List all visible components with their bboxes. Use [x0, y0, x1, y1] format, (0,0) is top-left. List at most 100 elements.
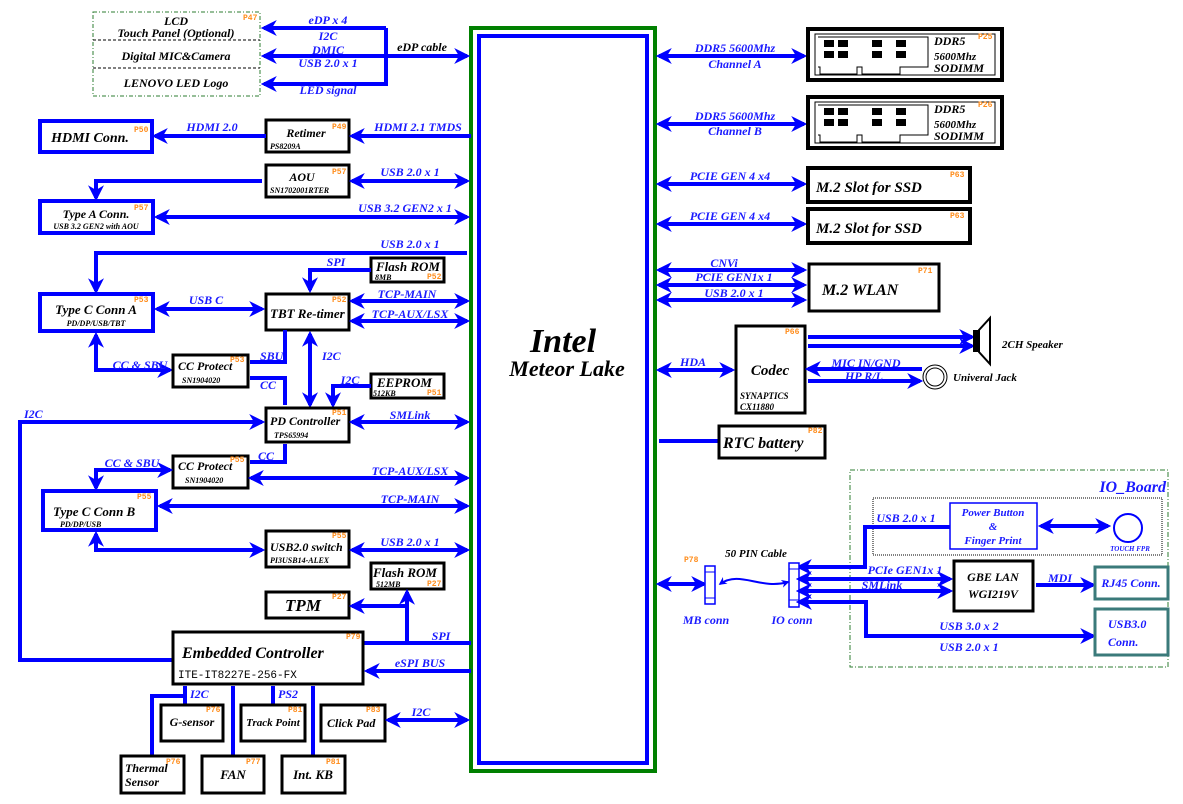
smlink-label: SMLink: [390, 408, 431, 422]
fpr-usb-bus: [795, 525, 950, 575]
svg-text:SN1702001RTER: SN1702001RTER: [270, 186, 330, 195]
svg-text:P53: P53: [230, 356, 245, 365]
mb-connector[interactable]: [704, 565, 716, 605]
svg-text:P52: P52: [332, 296, 347, 305]
switch-usb-label: USB 2.0 x 1: [380, 535, 439, 549]
led-bus: [260, 28, 388, 92]
codec[interactable]: Codec SYNAPTICS CX11880 P66: [734, 324, 807, 415]
cpu-family: Meteor Lake: [508, 356, 625, 381]
clickpad-i2c-label: I2C: [411, 705, 432, 719]
gbe-lan[interactable]: GBE LAN WGI219V: [952, 559, 1035, 613]
svg-text:Flash ROM: Flash ROM: [372, 565, 437, 580]
typec-a-usb-label: USB 2.0 x 1: [380, 237, 439, 251]
sodimm-b[interactable]: DDR5 5600Mhz SODIMM P26: [806, 95, 1004, 150]
svg-text:8MB: 8MB: [375, 273, 392, 282]
cc-protect-b[interactable]: CC Protect SN1904020 P55: [171, 454, 250, 490]
ddr-b-channel: Channel B: [708, 124, 762, 138]
fan[interactable]: FAN P77: [200, 754, 266, 795]
ssd-slot-2[interactable]: M.2 Slot for SSD P63: [806, 207, 972, 245]
tcp-aux-a-label: TCP-AUX/LSX: [372, 307, 450, 321]
usb2-switch[interactable]: USB2.0 switch PI3USB14-ALEX P55: [264, 529, 351, 569]
ec-thermal-line: [150, 686, 187, 756]
embedded-controller[interactable]: Embedded Controller ITE-IT8227E-256-FX P…: [171, 630, 365, 686]
speaker-label: 2CH Speaker: [1001, 339, 1064, 351]
eeprom[interactable]: EEPROM 512KB P51: [369, 372, 446, 400]
svg-text:P55: P55: [230, 456, 245, 465]
ddr-a-label: DDR5 5600Mhz: [694, 41, 776, 55]
type-c-conn-b[interactable]: Type C Conn B PD/DP/USB P55: [41, 489, 158, 532]
track-point[interactable]: Track Point P81: [239, 703, 307, 743]
power-button-fingerprint[interactable]: Power Button & Finger Print: [949, 502, 1038, 550]
led-signal-label: LED signal: [298, 83, 357, 97]
dmic-label: DMIC: [311, 43, 345, 57]
thermal-sensor[interactable]: Thermal Sensor P76: [119, 754, 186, 795]
sodimm-a[interactable]: DDR5 5600Mhz SODIMM P25: [806, 27, 1004, 82]
tbt-retimer[interactable]: TBT Re-timer P52: [264, 292, 351, 332]
flash-rom-ec[interactable]: Flash ROM 512MB P27: [369, 561, 446, 591]
type-c-conn-a[interactable]: Type C Conn A PD/DP/USB/TBT P53: [38, 292, 155, 333]
ec-pd-i2c-bus: [18, 414, 266, 662]
rj45-conn[interactable]: RJ45 Conn.: [1093, 565, 1170, 601]
lcd-group[interactable]: LCD Touch Panel (Optional) Digital MIC&C…: [92, 11, 261, 97]
svg-text:P57: P57: [134, 204, 149, 213]
hp-label: HP R/L: [844, 369, 883, 383]
ssd-slot-1[interactable]: M.2 Slot for SSD P63: [806, 166, 972, 204]
usb32-label: USB 3.2 GEN2 x 1: [358, 201, 452, 215]
usb3-label: USB 3.0 x 2: [939, 619, 998, 633]
cc-b-line: [250, 444, 287, 464]
tbt-i2c-label: I2C: [321, 349, 342, 363]
svg-text:P53: P53: [134, 296, 149, 305]
svg-text:P26: P26: [978, 101, 993, 110]
aou-block[interactable]: AOU SN1702001RTER P57: [264, 163, 351, 199]
jack-label: Univeral Jack: [953, 372, 1017, 384]
usb2-label: USB 2.0 x 1: [939, 640, 998, 654]
cpu-block[interactable]: Intel Meteor Lake: [469, 26, 657, 773]
svg-text:5600Mhz: 5600Mhz: [934, 119, 977, 131]
svg-text:Codec: Codec: [751, 363, 790, 379]
cable-page-ref: P78: [684, 556, 699, 565]
svg-text:P25: P25: [978, 33, 993, 42]
g-sensor[interactable]: G-sensor P76: [159, 703, 225, 743]
pd-controller[interactable]: PD Controller TPS65994 P51: [264, 406, 351, 444]
spi-tbt-bus: [302, 268, 371, 294]
ddr-a-channel: Channel A: [708, 57, 761, 71]
svg-text:Retimer: Retimer: [285, 126, 326, 140]
mb-conn-label: MB conn: [682, 613, 730, 627]
audio-jack-icon: [922, 364, 948, 390]
hdmi-in-label: HDMI 2.1 TMDS: [373, 120, 462, 134]
type-a-conn[interactable]: Type A Conn. USB 3.2 GEN2 with AOU P57: [38, 199, 155, 235]
cc-sbu-a-label: CC & SBU: [113, 358, 169, 372]
svg-text:SN1904020: SN1904020: [182, 376, 220, 385]
svg-text:EEPROM: EEPROM: [376, 375, 432, 390]
svg-text:P55: P55: [332, 532, 347, 541]
espi-label: eSPI BUS: [395, 656, 446, 670]
internal-keyboard[interactable]: Int. KB P81: [280, 754, 347, 795]
svg-text:P76: P76: [166, 758, 181, 767]
click-pad[interactable]: Click Pad P83: [319, 703, 387, 743]
svg-text:P27: P27: [427, 580, 442, 589]
retimer[interactable]: Retimer PS8209A P49: [264, 118, 351, 154]
svg-text:SODIMM: SODIMM: [934, 129, 984, 143]
eeprom-i2c-bus: [325, 384, 371, 409]
svg-text:Sensor: Sensor: [125, 775, 159, 789]
svg-text:P57: P57: [332, 168, 347, 177]
speaker-icon: [973, 315, 991, 367]
svg-text:Type A Conn.: Type A Conn.: [63, 207, 130, 221]
svg-text:P79: P79: [346, 633, 361, 642]
rtc-battery[interactable]: RTC battery P82: [717, 424, 827, 460]
svg-text:P63: P63: [950, 212, 965, 221]
svg-text:CC Protect: CC Protect: [178, 459, 233, 473]
flash-rom-tbt[interactable]: Flash ROM 8MB P52: [369, 256, 446, 284]
usb3-conn[interactable]: USB3.0 Conn.: [1093, 607, 1170, 657]
lan-pcie-label: PCIe GEN1x 1: [868, 563, 943, 577]
ec-ps2-label: PS2: [278, 687, 298, 701]
io-connector[interactable]: [788, 562, 800, 608]
wlan-pcie-label: PCIE GEN1x 1: [695, 270, 772, 284]
svg-text:TBT Re-timer: TBT Re-timer: [270, 306, 346, 321]
hdmi-conn[interactable]: HDMI Conn. P50: [38, 119, 154, 154]
tpm[interactable]: TPM P27: [264, 590, 351, 620]
m2-wlan[interactable]: M.2 WLAN P71: [807, 262, 941, 313]
cc-protect-a[interactable]: CC Protect SN1904020 P53: [171, 353, 250, 389]
svg-text:M.2 Slot for SSD: M.2 Slot for SSD: [815, 221, 922, 237]
